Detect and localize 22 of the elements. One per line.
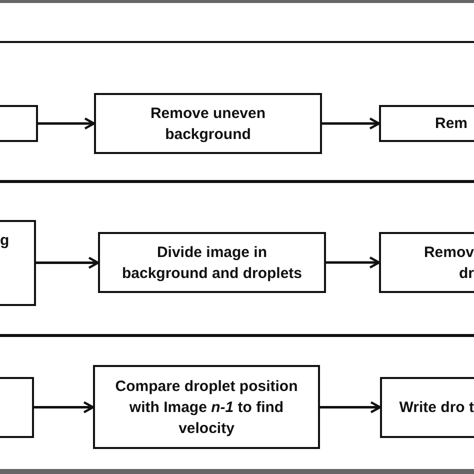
arrow (320, 401, 382, 414)
process-box (94, 93, 322, 154)
arrow (34, 401, 94, 414)
process-box (0, 220, 36, 306)
process-box (379, 232, 474, 293)
process-box (379, 105, 474, 142)
box-label: g (0, 231, 10, 251)
box-label: Compare droplet position with Image n-1 to find velocity (114, 376, 299, 438)
arrow (36, 256, 100, 269)
box-label: Write dro t (398, 398, 474, 418)
arrow (322, 117, 380, 130)
box-label: Divide image in background and droplets (120, 242, 303, 284)
arrow (38, 117, 96, 130)
process-box (0, 377, 34, 438)
process-box (380, 377, 474, 438)
process-box (98, 232, 326, 293)
box-label: Remove uneven background (149, 104, 267, 144)
box-label: Rem (434, 114, 468, 134)
arrow (326, 256, 380, 269)
box-label: Remov dr (422, 242, 474, 284)
process-box (0, 105, 38, 142)
process-box (93, 365, 320, 449)
